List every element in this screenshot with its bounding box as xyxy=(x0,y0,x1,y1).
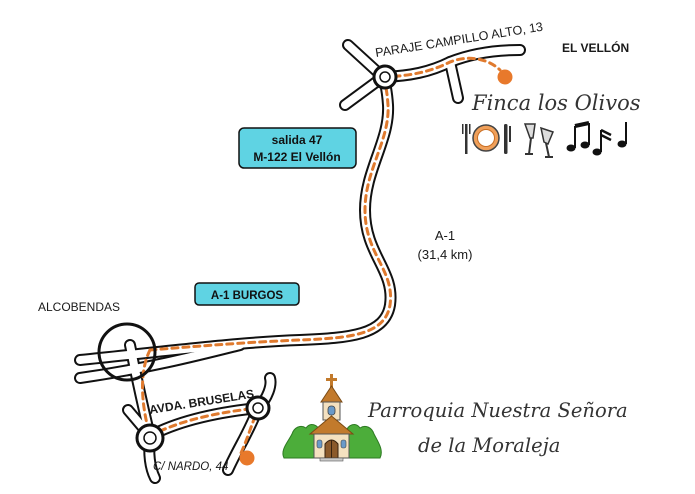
street-label-bottom: C/ NARDO, 44 xyxy=(153,461,228,473)
church-name-line2: de la Moraleja xyxy=(418,434,560,457)
exit-sign-line2: M-122 El Vellón xyxy=(253,150,340,164)
highway-sign: A-1 BURGOS xyxy=(194,282,300,306)
church-name-line1: Parroquia Nuestra Señora xyxy=(367,399,628,422)
exit-sign: salida 47 M-122 El Vellón xyxy=(238,127,357,169)
church-icon xyxy=(282,374,382,462)
town-label-top: EL VELLÓN xyxy=(562,40,629,55)
exit-sign-line1: salida 47 xyxy=(272,133,323,147)
location-marker-icon xyxy=(239,450,255,466)
venue-name: Finca los Olivos xyxy=(471,91,641,115)
route-line-bottom xyxy=(148,406,260,457)
champagne-toast-icon xyxy=(523,123,555,158)
roundabout-alcobendas xyxy=(97,322,157,382)
music-notes-icon xyxy=(566,121,627,156)
highway-label: A-1 xyxy=(435,228,455,243)
route-line-top xyxy=(381,56,502,79)
distance-label: (31,4 km) xyxy=(418,247,473,262)
location-marker-icon xyxy=(497,69,513,85)
place-setting-icon xyxy=(462,124,511,154)
highway-sign-text: A-1 BURGOS xyxy=(211,290,284,302)
alcobendas-label: ALCOBENDAS xyxy=(38,300,120,314)
roundabouts xyxy=(97,64,398,453)
route-line-main xyxy=(148,75,393,352)
road-a1-outline xyxy=(74,71,397,366)
